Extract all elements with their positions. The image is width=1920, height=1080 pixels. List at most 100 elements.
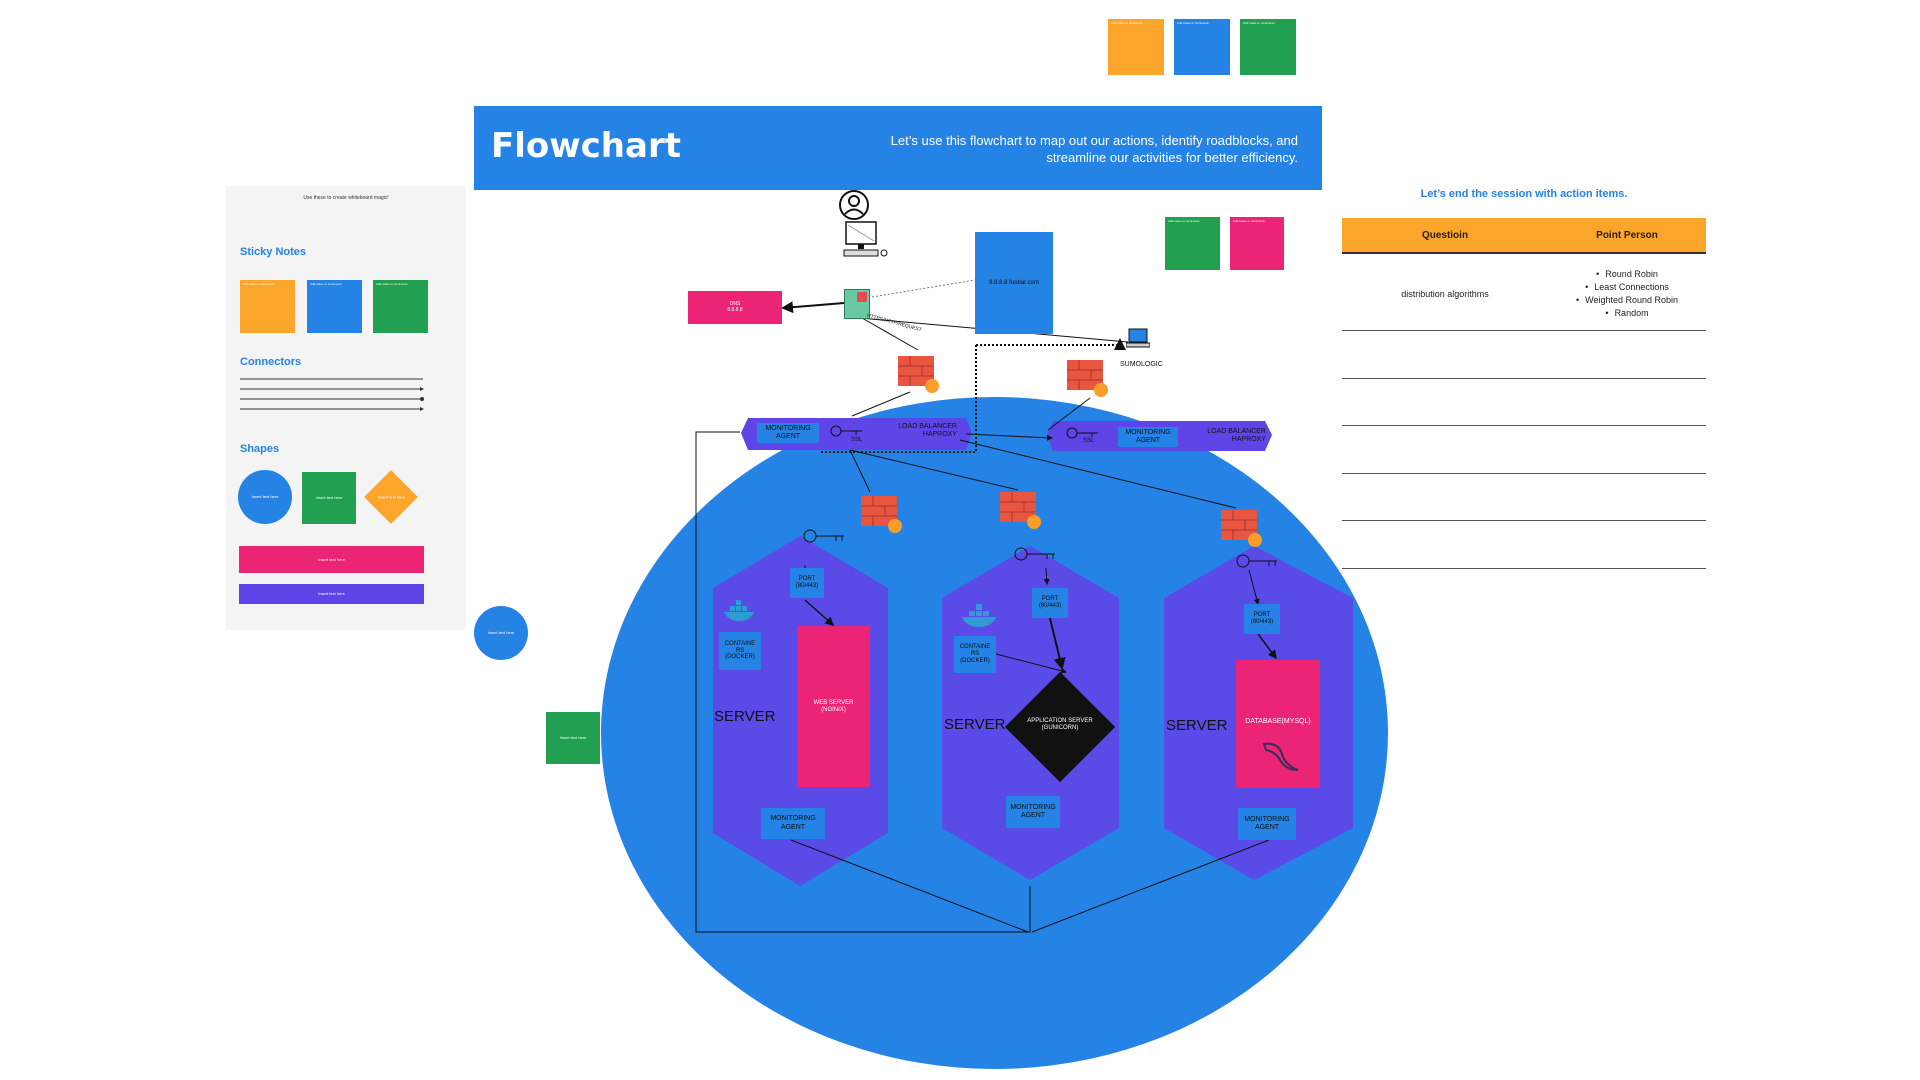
floating-square-text: Insert text here [559, 735, 587, 741]
lb1-monitoring-agent[interactable]: MONITORING AGENT [757, 423, 819, 443]
lb1-ssl-label: SSL [851, 437, 863, 443]
toolkit-intro: Use these to create whiteboard magic! [303, 195, 389, 201]
sumologic-label: SUMOLOGIC [1120, 361, 1163, 368]
server3-port-box[interactable]: PORT (80/443) [1244, 604, 1280, 634]
table-row-divider [1342, 520, 1706, 521]
docker-icon [724, 600, 754, 621]
table-row-divider [1342, 568, 1706, 569]
shape-circle-text: Insert text here [251, 494, 279, 500]
floating-sticky-pink[interactable]: Add notes or comments [1230, 217, 1284, 270]
sticky-note-green[interactable]: Add notes or comments [1240, 19, 1296, 75]
server1-containers-label: CONTAINE RS (DOCKER) [724, 640, 756, 661]
domain-label: 8.8.8.8 foobar.com [989, 279, 1039, 286]
lb2-monitoring-agent[interactable]: MONITORING AGENT [1118, 427, 1178, 447]
toolkit-panel: Use these to create whiteboard magic! St… [226, 186, 466, 630]
connector-samples[interactable] [240, 376, 440, 416]
col-person-header: Point Person [1596, 230, 1658, 241]
database-box[interactable]: DATABASE(MYSQL) [1236, 660, 1320, 788]
domain-box[interactable]: 8.8.8.8 foobar.com [975, 232, 1053, 334]
ssl-key-icon [1066, 427, 1098, 439]
lb1-agent-label: MONITORING AGENT [765, 424, 811, 440]
firewall-icon [1067, 360, 1108, 397]
server2-port-label: PORT (80/443) [1038, 596, 1062, 609]
lb2-name-label: LOAD BALANCER HAPROXY [1207, 428, 1266, 444]
list-item: Random [1548, 307, 1706, 320]
floating-square[interactable]: Insert text here [546, 712, 600, 764]
table-row-divider [1342, 425, 1706, 426]
firewall-icon [1221, 510, 1262, 547]
server1-monitoring-agent[interactable]: MONITORING AGENT [761, 808, 825, 839]
key-icon [1014, 547, 1055, 561]
firewall-icon [861, 496, 902, 533]
user-icon [839, 190, 869, 220]
sticky-note-text: Add notes or comments [1233, 219, 1265, 223]
key-icon [1236, 554, 1277, 568]
shape-circle[interactable]: Insert text here [238, 470, 292, 524]
firewall-icon [898, 356, 939, 393]
dns-box[interactable]: DNS 8.8.8.8 [688, 291, 782, 324]
sticky-note-text: Add notes or comments [1168, 219, 1200, 223]
server2-agent-label: MONITORING AGENT [1010, 803, 1056, 819]
sticky-note-text: Add notes or comments [243, 282, 275, 286]
bar-pink[interactable]: Insert text here [239, 546, 424, 573]
shapes-heading: Shapes [240, 443, 280, 455]
firewall-icon [1000, 492, 1041, 529]
table-row-divider [1342, 378, 1706, 379]
docker-icon [962, 604, 996, 627]
sticky-note-blue[interactable]: Add notes or comments [1174, 19, 1230, 75]
list-item: Weighted Round Robin [1548, 294, 1706, 307]
key-icon [803, 529, 844, 543]
floating-circle-text: Insert text here [487, 630, 515, 636]
sticky-notes-heading: Sticky Notes [240, 246, 307, 258]
computer-icon [843, 221, 888, 257]
server1-port-box[interactable]: PORT (80/443) [790, 568, 824, 598]
server2-monitoring-agent[interactable]: MONITORING AGENT [1006, 796, 1060, 828]
action-items-header-row: Questioin Point Person [1342, 218, 1706, 254]
bar-purple-text: Insert text here [318, 591, 345, 597]
page-title: Flowchart [491, 126, 681, 166]
server3-label: SERVER [1166, 717, 1228, 734]
server2-label: SERVER [944, 716, 1006, 733]
header-description: Let’s use this flowchart to map out our … [890, 133, 1298, 165]
sticky-note-text: Add notes or comments [1111, 21, 1143, 25]
shape-square[interactable]: Insert text here [302, 472, 356, 524]
server1-port-label: PORT (80/443) [795, 576, 819, 589]
lb2-ssl-label: SSL [1083, 438, 1095, 444]
toolkit-sticky-green[interactable]: Add notes or comments [373, 280, 428, 333]
ssl-key-icon [830, 425, 862, 437]
list-item: Round Robin [1548, 268, 1706, 281]
bar-purple[interactable]: Insert text here [239, 584, 424, 604]
sticky-note-orange[interactable]: Add notes or comments [1108, 19, 1164, 75]
bar-pink-text: Insert text here [318, 556, 345, 562]
sumologic-icon [1126, 328, 1150, 348]
action-items-heading: Let’s end the session with action items. [1420, 188, 1628, 200]
sticky-note-text: Add notes or comments [376, 282, 408, 286]
sticky-note-text: Add notes or comments [310, 282, 342, 286]
header-banner: Flowchart Let’s use this flowchart to ma… [474, 106, 1322, 190]
toolkit-sticky-blue[interactable]: Add notes or comments [307, 280, 362, 333]
application-server-label: APPLICATION SERVER (GUNICORN) [1027, 718, 1093, 732]
server3-agent-label: MONITORING AGENT [1244, 815, 1290, 831]
sticky-note-text: Add notes or comments [1177, 21, 1209, 25]
table-row-divider [1342, 330, 1706, 331]
web-server-box[interactable]: WEB SERVER (NGINIX) [797, 626, 870, 787]
toolkit-sticky-orange[interactable]: Add notes or comments [240, 280, 295, 333]
table-row-divider [1342, 473, 1706, 474]
web-server-label: WEB SERVER (NGINIX) [813, 699, 854, 713]
mysql-dolphin-icon [1262, 742, 1299, 771]
server1-label: SERVER [714, 708, 776, 725]
server2-port-box[interactable]: PORT (80/443) [1032, 588, 1068, 618]
floating-sticky-green[interactable]: Add notes or comments [1165, 217, 1220, 270]
col-question-header: Questioin [1421, 230, 1469, 241]
router-icon [844, 289, 870, 319]
connectors-heading: Connectors [240, 356, 302, 368]
server3-monitoring-agent[interactable]: MONITORING AGENT [1238, 808, 1296, 840]
database-label: DATABASE(MYSQL) [1245, 718, 1311, 725]
server1-containers-box[interactable]: CONTAINE RS (DOCKER) [719, 632, 761, 670]
shape-square-text: Insert text here [315, 495, 343, 501]
server2-containers-box[interactable]: CONTAINE RS (DOCKER) [954, 636, 996, 673]
floating-circle[interactable]: Insert text here [474, 606, 528, 660]
lb2-agent-label: MONITORING AGENT [1125, 428, 1171, 444]
action-item-question: distribution algorithms [1401, 289, 1489, 299]
